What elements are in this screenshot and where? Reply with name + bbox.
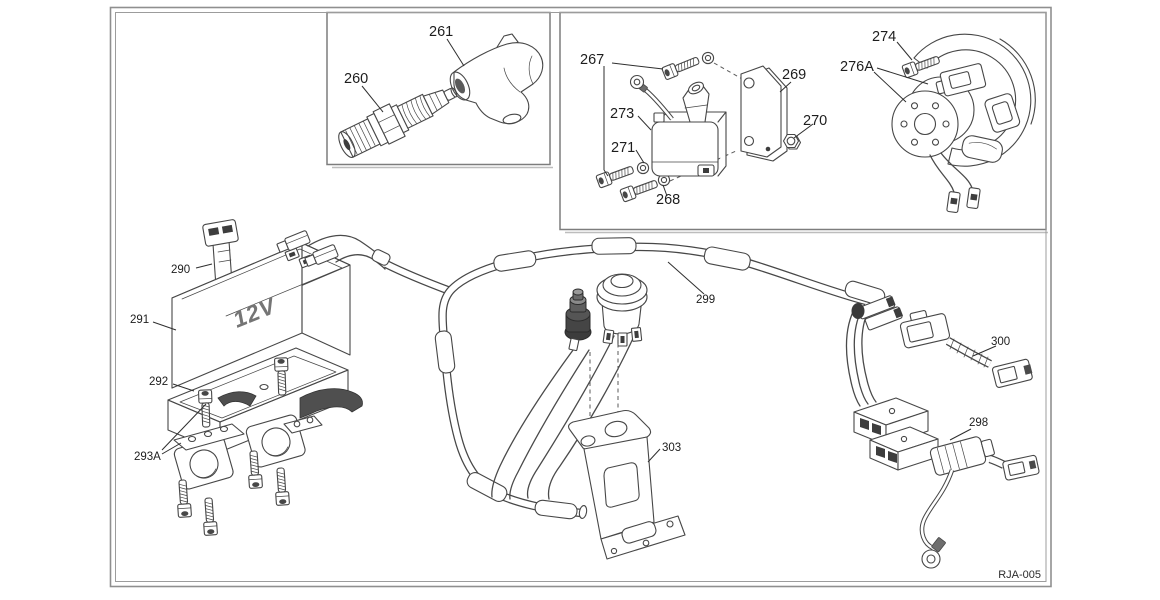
part-label-303: 303 (662, 442, 681, 454)
drawing-number: RJA-005 (998, 569, 1041, 581)
handlebar-clamps-293A (173, 414, 323, 537)
wiring-harness-299 (371, 237, 886, 520)
spark-plug-drawing (338, 87, 458, 158)
part-label-269: 269 (782, 67, 806, 83)
ignition-coil-273 (629, 74, 727, 177)
part-label-293A: 293A (134, 451, 161, 463)
drawing-frame (109, 6, 1052, 588)
mounting-plate-269 (740, 65, 788, 162)
leader-lines (152, 38, 997, 463)
part-label-290: 290 (171, 264, 190, 276)
battery-spade-connector (303, 243, 340, 269)
part-label-276A: 276A (840, 59, 874, 75)
spark-plug-cap-drawing (449, 33, 544, 125)
harness-tape-bands (434, 237, 886, 520)
harness-branch-wires (845, 305, 877, 407)
part-label-300: 300 (991, 336, 1010, 348)
switch-terminals (602, 327, 643, 347)
part-label-261: 261 (429, 24, 453, 40)
lead-wire-300 (899, 310, 1033, 388)
harness-connector-block (853, 397, 939, 471)
kill-switch (564, 288, 592, 352)
battery-291: 12V (171, 242, 351, 389)
part-label-273: 273 (610, 106, 634, 122)
part-labels: 260 261 267 273 271 268 269 270 274 276A… (130, 24, 1041, 581)
magneto-lead-terminals (946, 187, 981, 214)
connector-lead-298 (919, 436, 1040, 569)
clamp-bolt (273, 467, 291, 507)
part-label-298: 298 (969, 417, 988, 429)
part-label-267: 267 (580, 52, 604, 68)
part-label-268: 268 (656, 192, 680, 208)
part-label-291: 291 (130, 314, 149, 326)
switch-wires (491, 331, 637, 500)
part-label-292: 292 (149, 376, 168, 388)
part-label-299: 299 (696, 294, 715, 306)
part-label-260: 260 (344, 71, 368, 87)
part-label-274: 274 (872, 29, 896, 45)
ignition-switch (596, 273, 648, 347)
clamp-bolt (201, 497, 219, 537)
part-label-270: 270 (803, 113, 827, 129)
part-label-271: 271 (611, 140, 635, 156)
pickup-sensor-block (935, 63, 987, 97)
switch-bracket-303 (568, 409, 686, 560)
magneto-stator-276A (891, 33, 1036, 214)
harness-jumper-tube (371, 249, 452, 295)
harness-twin-connector (851, 295, 904, 331)
